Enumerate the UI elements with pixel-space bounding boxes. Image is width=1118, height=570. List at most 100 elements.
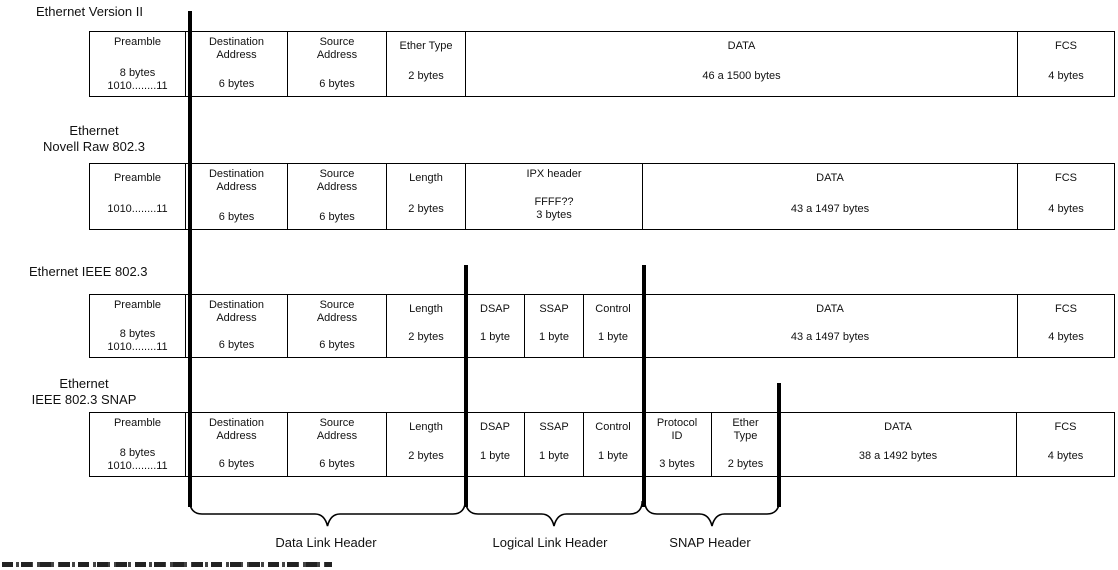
field-name: Preamble xyxy=(113,299,162,311)
field-size: 6 bytes xyxy=(319,78,355,90)
frame-row-ieee-8023-snap: Preamble 8 bytes 1010........11 Destinat… xyxy=(89,412,1115,477)
field-cell-ssap: SSAP 1 byte xyxy=(525,413,584,476)
field-cell-fcs: FCS 4 bytes xyxy=(1017,413,1114,476)
clipped-text-fragment xyxy=(2,562,332,567)
section-divider-line-1 xyxy=(188,11,192,507)
field-size: 3 bytes xyxy=(659,458,695,470)
field-cell-control: Control 1 byte xyxy=(584,413,643,476)
field-cell-data: DATA 43 a 1497 bytes xyxy=(643,164,1018,229)
field-size: 2 bytes xyxy=(408,331,444,343)
snap-header-label: SNAP Header xyxy=(669,535,751,550)
field-name: DATA xyxy=(884,421,912,433)
field-size: 6 bytes xyxy=(319,458,355,470)
field-name: FCS xyxy=(1055,172,1077,184)
field-size: 1 byte xyxy=(598,331,628,343)
snap-header-brace-icon xyxy=(644,501,780,527)
field-cell-ssap: SSAP 1 byte xyxy=(525,295,584,357)
field-size: 4 bytes xyxy=(1048,70,1084,82)
section-divider-line-4 xyxy=(777,383,781,507)
field-size: 4 bytes xyxy=(1048,203,1084,215)
field-size: 2 bytes xyxy=(408,450,444,462)
row-title-ieee-8023: Ethernet IEEE 802.3 xyxy=(29,264,148,279)
field-cell-destination-address: Destination Address 6 bytes xyxy=(186,413,288,476)
field-size: 4 bytes xyxy=(1048,331,1084,343)
data-link-header-brace-icon xyxy=(189,501,466,527)
field-name: DATA xyxy=(816,172,844,184)
field-cell-data: DATA 43 a 1497 bytes xyxy=(643,295,1018,357)
field-name: Destination Address xyxy=(208,168,265,193)
field-cell-fcs: FCS 4 bytes xyxy=(1018,164,1114,229)
frame-row-ethernet-v2: Preamble 8 bytes 1010........11 Destinat… xyxy=(89,31,1115,97)
field-name: DATA xyxy=(816,303,844,315)
field-size: 1 byte xyxy=(598,450,628,462)
field-name: Control xyxy=(595,303,631,315)
field-cell-preamble: Preamble 1010........11 xyxy=(90,164,186,229)
field-name: Control xyxy=(595,421,631,433)
field-cell-source-address: Source Address 6 bytes xyxy=(288,164,387,229)
frame-row-ieee-8023: Preamble 8 bytes 1010........11 Destinat… xyxy=(89,294,1115,358)
field-size: 2 bytes xyxy=(408,203,444,215)
field-name: DSAP xyxy=(480,303,510,315)
field-name: SSAP xyxy=(539,421,569,433)
logical-link-header-brace-icon xyxy=(465,501,643,527)
field-cell-preamble: Preamble 8 bytes 1010........11 xyxy=(90,413,186,476)
field-size: 6 bytes xyxy=(319,211,355,223)
section-divider-line-3 xyxy=(642,265,646,507)
field-name: Protocol ID xyxy=(656,417,698,442)
field-name: Length xyxy=(409,303,443,315)
field-size: 1 byte xyxy=(480,450,510,462)
field-name: Preamble xyxy=(113,36,162,48)
field-name: IPX header xyxy=(526,168,582,180)
field-cell-fcs: FCS 4 bytes xyxy=(1018,32,1114,96)
row-title-ieee-8023-snap: Ethernet IEEE 802.3 SNAP xyxy=(31,376,137,407)
field-cell-source-address: Source Address 6 bytes xyxy=(288,295,387,357)
field-size: 1 byte xyxy=(480,331,510,343)
field-size: 1010........11 xyxy=(107,203,168,215)
data-link-header-label: Data Link Header xyxy=(275,535,377,550)
field-cell-control: Control 1 byte xyxy=(584,295,643,357)
field-cell-dsap: DSAP 1 byte xyxy=(466,413,525,476)
field-cell-protocol-id: Protocol ID 3 bytes xyxy=(643,413,712,476)
field-cell-ether-type: Ether Type 2 bytes xyxy=(387,32,466,96)
field-size: 43 a 1497 bytes xyxy=(790,331,870,343)
field-cell-source-address: Source Address 6 bytes xyxy=(288,32,387,96)
field-size: 8 bytes 1010........11 xyxy=(107,447,168,472)
field-size: 6 bytes xyxy=(218,78,255,90)
field-name: Length xyxy=(409,421,443,433)
field-cell-destination-address: Destination Address 6 bytes xyxy=(186,32,288,96)
field-size: FFFF?? 3 bytes xyxy=(534,196,574,221)
field-size: 6 bytes xyxy=(218,339,255,351)
row-title-ethernet-v2: Ethernet Version II xyxy=(36,4,143,19)
field-name: DATA xyxy=(727,40,756,52)
field-size: 6 bytes xyxy=(319,339,355,351)
logical-link-header-label: Logical Link Header xyxy=(492,535,608,550)
field-name: Source Address xyxy=(316,299,358,324)
field-cell-destination-address: Destination Address 6 bytes xyxy=(186,295,288,357)
field-cell-preamble: Preamble 8 bytes 1010........11 xyxy=(90,32,186,96)
field-name: Destination Address xyxy=(208,299,265,324)
field-name: FCS xyxy=(1055,40,1077,52)
frame-row-novell-raw: Preamble 1010........11 Destination Addr… xyxy=(89,163,1115,230)
field-size: 8 bytes 1010........11 xyxy=(107,67,168,92)
field-size: 46 a 1500 bytes xyxy=(702,70,781,82)
field-cell-dsap: DSAP 1 byte xyxy=(466,295,525,357)
section-divider-line-2 xyxy=(464,265,468,507)
field-cell-ipx-header: IPX header FFFF?? 3 bytes xyxy=(466,164,643,229)
field-size: 2 bytes xyxy=(727,458,764,470)
field-cell-fcs: FCS 4 bytes xyxy=(1018,295,1114,357)
field-name: FCS xyxy=(1054,421,1077,433)
field-name: SSAP xyxy=(539,303,569,315)
field-name: Preamble xyxy=(113,172,162,184)
field-name: Ether Type xyxy=(399,40,453,52)
field-name: FCS xyxy=(1055,303,1077,315)
field-cell-length: Length 2 bytes xyxy=(387,164,466,229)
field-name: Preamble xyxy=(113,417,162,429)
field-cell-length: Length 2 bytes xyxy=(387,295,466,357)
field-size: 38 a 1492 bytes xyxy=(858,450,938,462)
field-name: Source Address xyxy=(316,168,358,193)
field-cell-data: DATA 46 a 1500 bytes xyxy=(466,32,1018,96)
field-name: DSAP xyxy=(480,421,510,433)
field-size: 6 bytes xyxy=(218,458,255,470)
field-name: Destination Address xyxy=(208,417,265,442)
